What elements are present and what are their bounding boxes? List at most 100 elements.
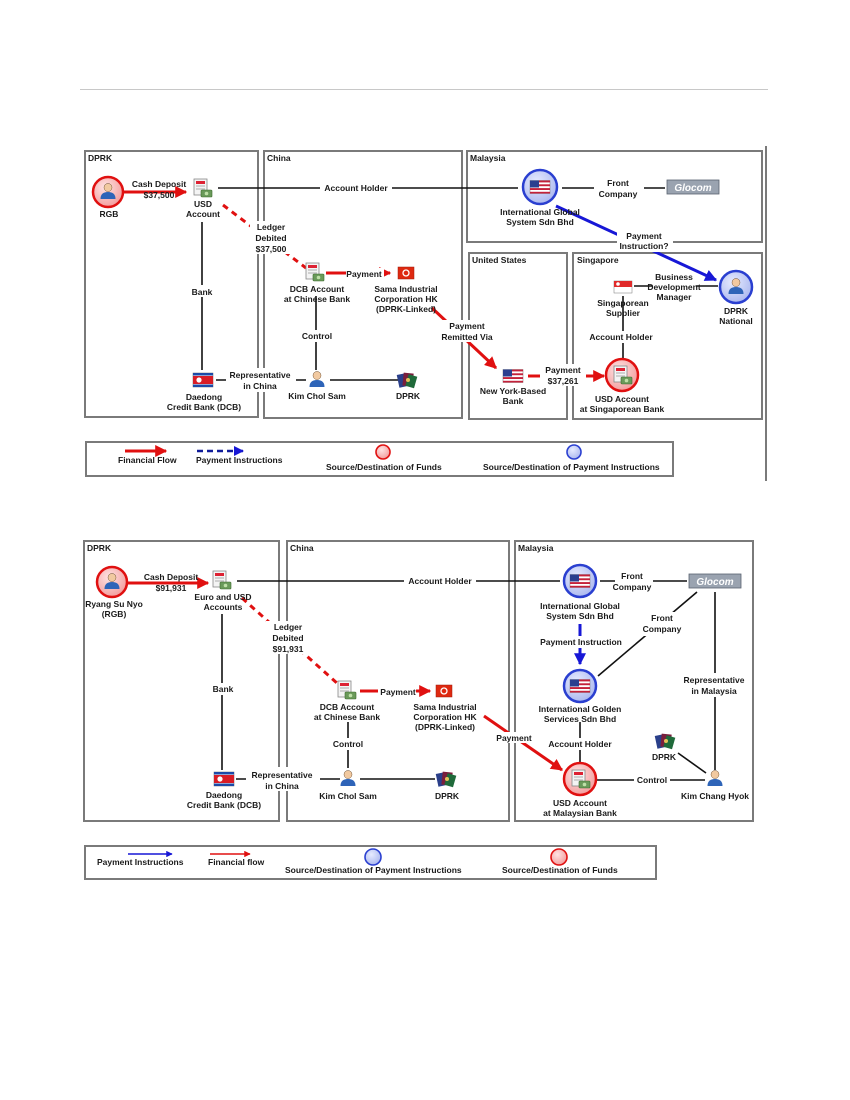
node-sama-2: Corporation HK xyxy=(413,712,477,722)
edge-bank: Bank xyxy=(213,684,234,694)
node-sg-supplier-2: Supplier xyxy=(606,308,641,318)
edge-account-holder-sg: Account Holder xyxy=(589,332,653,342)
node-daedong-2: Credit Bank (DCB) xyxy=(167,402,241,412)
header-rule xyxy=(80,89,768,90)
node-ny-bank-2: Bank xyxy=(503,396,524,406)
node-dprk-passports: DPRK xyxy=(396,391,421,401)
node-dcb-account-1: DCB Account xyxy=(320,702,375,712)
legend-funds-circle xyxy=(550,848,568,866)
diagram-2: DPRK China Malaysia xyxy=(83,540,754,880)
node-kim-chang-hyok: Kim Chang Hyok xyxy=(681,791,749,801)
edge-payment-my: Payment xyxy=(496,733,532,743)
node-daedong-2: Credit Bank (DCB) xyxy=(187,800,261,810)
node-sg-supplier-1: Singaporean xyxy=(597,298,648,308)
node-ryang-2: (RGB) xyxy=(102,609,127,619)
node-dprk-passports: DPRK xyxy=(435,791,460,801)
node-usd-account-2: Account xyxy=(186,209,220,219)
node-bdm-2: Development xyxy=(647,282,701,292)
edge-ledger-3: $37,500 xyxy=(256,244,287,254)
edge-ledger-3: $91,931 xyxy=(273,644,304,654)
edge-payment-hk: Payment xyxy=(380,687,416,697)
node-sama-3: (DPRK-Linked) xyxy=(415,722,475,732)
diagram-1: DPRK China Malaysia United States Singap… xyxy=(84,146,767,481)
glocom-logo-text: Glocom xyxy=(696,577,733,588)
node-usd-sg-2: at Singaporean Bank xyxy=(580,404,665,414)
node-euro-usd-2: Accounts xyxy=(204,602,243,612)
legend-payment-instructions: Payment Instructions xyxy=(97,857,184,867)
edge-front-company1-2: Company xyxy=(613,582,652,592)
legend-instructions-circle xyxy=(364,848,382,866)
edge-bank: Bank xyxy=(192,287,213,297)
node-bdm-1: Business xyxy=(655,272,693,282)
glocom-logo xyxy=(688,573,742,589)
line-dprk-kim xyxy=(677,752,707,774)
edge-cash-deposit-2: $37,500 xyxy=(144,190,175,200)
legend-funds-circle xyxy=(375,444,391,460)
malaysia-flag-icon xyxy=(569,679,591,693)
edge-ledger-2: Debited xyxy=(272,633,303,643)
hk-flag-icon xyxy=(435,684,453,698)
node-international-global-1: International Global xyxy=(500,207,580,217)
region-label-china: China xyxy=(267,153,291,163)
edge-front-company2-2: Company xyxy=(643,624,682,634)
edge-control-my: Control xyxy=(637,775,667,785)
node-dcb-account-1: DCB Account xyxy=(290,284,345,294)
malaysia-flag-icon xyxy=(569,574,591,588)
edge-payment-instruction-2: Instruction? xyxy=(619,241,668,251)
edge-front-company1-1: Front xyxy=(621,571,643,581)
node-bdm-3: Manager xyxy=(657,292,693,302)
edge-front-company-2: Company xyxy=(599,189,638,199)
dprk-flag-icon xyxy=(192,372,214,388)
region-label-dprk: DPRK xyxy=(87,543,112,553)
glocom-logo xyxy=(666,179,720,195)
edge-cash-deposit-2: $91,931 xyxy=(156,583,187,593)
region-label-singapore: Singapore xyxy=(577,255,619,265)
edge-ledger-2: Debited xyxy=(255,233,286,243)
node-dprk-national-2: National xyxy=(719,316,753,326)
singapore-flag-icon xyxy=(613,280,633,294)
edge-cash-deposit-1: Cash Deposit xyxy=(144,572,198,582)
edge-representative-1: Representative xyxy=(230,370,291,380)
legend-funds: Source/Destination of Funds xyxy=(326,462,442,472)
legend-instructions: Source/Destination of Payment Instructio… xyxy=(483,462,660,472)
node-international-global-1: International Global xyxy=(540,601,620,611)
edge-representative-my-1: Representative xyxy=(684,675,745,685)
node-international-global-2: System Sdn Bhd xyxy=(506,217,574,227)
node-dcb-account-2: at Chinese Bank xyxy=(314,712,380,722)
node-dprk-national-1: DPRK xyxy=(724,306,749,316)
edge-payment-remitted-1: Payment xyxy=(449,321,485,331)
hk-flag-icon xyxy=(397,266,415,280)
legend-instructions: Source/Destination of Payment Instructio… xyxy=(285,865,462,875)
node-rgb: RGB xyxy=(100,209,119,219)
node-international-golden-1: International Golden xyxy=(539,704,622,714)
node-ny-bank-1: New York-Based xyxy=(480,386,546,396)
node-sama-3: (DPRK-Linked) xyxy=(376,304,436,314)
legend-payment-instructions: Payment Instructions xyxy=(196,455,283,465)
edge-payment-instruction-1: Payment xyxy=(626,231,662,241)
node-ryang-1: Ryang Su Nyo xyxy=(85,599,143,609)
node-sama-1: Sama Industrial xyxy=(374,284,437,294)
node-dprk-my: DPRK xyxy=(652,752,677,762)
edge-cash-deposit-1: Cash Deposit xyxy=(132,179,186,189)
edge-payment-hk: Payment xyxy=(346,269,382,279)
node-kim-chol-sam: Kim Chol Sam xyxy=(319,791,377,801)
malaysia-flag-icon xyxy=(529,180,551,194)
region-label-china: China xyxy=(290,543,314,553)
edge-payment-instruction: Payment Instruction xyxy=(540,637,622,647)
region-china xyxy=(263,150,463,419)
legend-financial-flow: Financial Flow xyxy=(118,455,177,465)
region-label-united-states: United States xyxy=(472,255,527,265)
edge-account-holder-my: Account Holder xyxy=(548,739,612,749)
legend-funds: Source/Destination of Funds xyxy=(502,865,618,875)
edge-representative-2: in China xyxy=(265,781,299,791)
glocom-logo-text: Glocom xyxy=(674,183,711,194)
dprk-flag-icon xyxy=(213,771,235,787)
edge-control: Control xyxy=(333,739,363,749)
node-international-golden-2: Services Sdn Bhd xyxy=(544,714,616,724)
node-usd-my-1: USD Account xyxy=(553,798,607,808)
node-sama-1: Sama Industrial xyxy=(413,702,476,712)
region-malaysia xyxy=(466,150,763,243)
edge-ledger-1: Ledger xyxy=(257,222,286,232)
